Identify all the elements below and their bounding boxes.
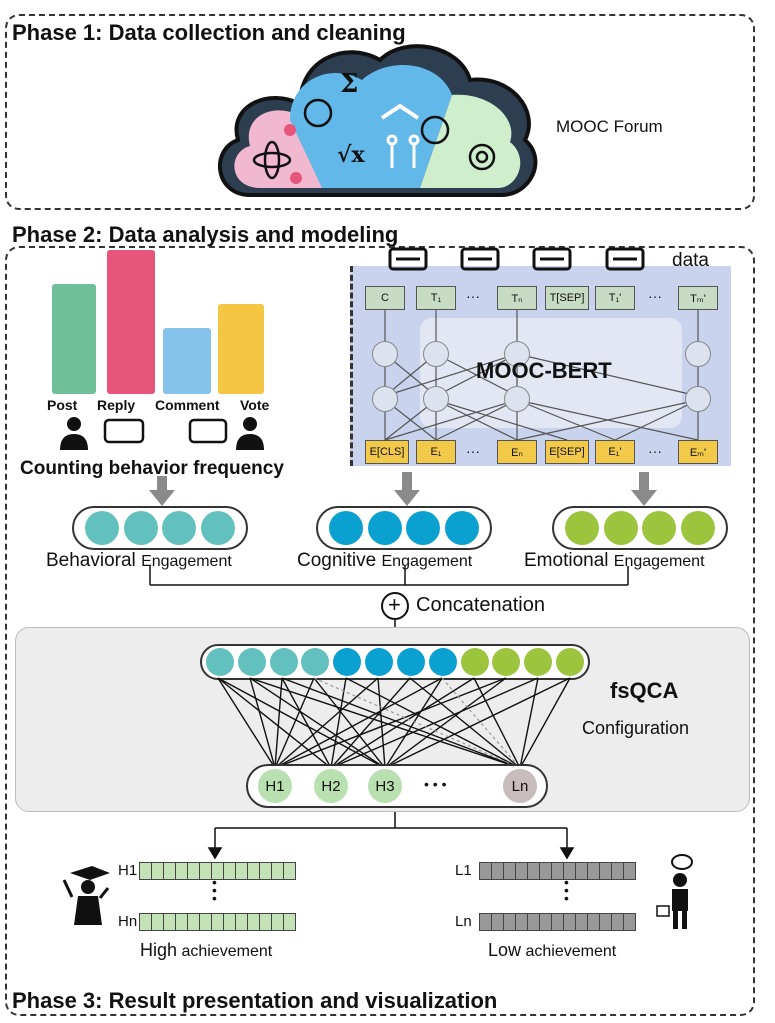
low-bottom-label: Ln bbox=[455, 913, 472, 930]
low-achievement-label: Low achievement bbox=[488, 940, 617, 960]
sqrt-icon: √x bbox=[337, 142, 365, 168]
top-token-tn: Tₙ bbox=[497, 286, 537, 310]
top-token-t1prime: T₁' bbox=[595, 286, 635, 310]
hypothesis-h2: H2 bbox=[314, 769, 348, 803]
phase1-title: Phase 1: Data collection and cleaning bbox=[12, 20, 406, 45]
phase2-box bbox=[5, 246, 755, 1016]
bert-node bbox=[372, 341, 398, 367]
bottom-token-en: Eₙ bbox=[497, 440, 537, 464]
behavioral-engagement-label: Behavioral Engagement bbox=[46, 550, 232, 571]
top-ellipsis-2: ··· bbox=[648, 288, 662, 304]
graduate-icon bbox=[62, 866, 110, 925]
bert-node bbox=[423, 386, 449, 412]
high-h1-cells bbox=[139, 862, 296, 880]
top-token-c: C bbox=[365, 286, 405, 310]
bert-node bbox=[685, 341, 711, 367]
cognitive-engagement-vector bbox=[316, 506, 492, 550]
person-icon bbox=[243, 417, 257, 431]
bar-label-vote: Vote bbox=[240, 397, 270, 413]
top-token-tmprime: Tₘ' bbox=[678, 286, 718, 310]
bar-label-reply: Reply bbox=[97, 397, 136, 413]
behavioral-engagement-vector bbox=[72, 506, 248, 550]
bottom-token-esep: E[SEP] bbox=[545, 440, 589, 464]
gear-icon bbox=[468, 143, 496, 171]
hypothesis-h1: H1 bbox=[258, 769, 292, 803]
low-vdots: ••• bbox=[564, 874, 569, 906]
high-top-label: H1 bbox=[118, 862, 138, 879]
low-ln-cells bbox=[479, 913, 636, 931]
bert-node bbox=[372, 386, 398, 412]
heart-icon bbox=[284, 124, 296, 136]
handshake-icon bbox=[380, 103, 420, 120]
smile-icon bbox=[290, 172, 302, 184]
phase1-box bbox=[5, 14, 755, 210]
low-top-label: L1 bbox=[455, 862, 472, 879]
counting-behavior-label: Counting behavior frequency bbox=[20, 458, 284, 479]
bar-vote bbox=[218, 304, 264, 394]
bar-label-post: Post bbox=[47, 397, 78, 413]
concat-symbol: + bbox=[388, 592, 401, 617]
struggling-student-icon bbox=[656, 854, 693, 929]
bar-comment bbox=[163, 328, 211, 394]
top-token-tsep: T[SEP] bbox=[545, 286, 589, 310]
emotional-engagement-label: Emotional Engagement bbox=[524, 550, 705, 571]
bert-node bbox=[504, 386, 530, 412]
high-vdots: ••• bbox=[212, 874, 217, 906]
bar-label-comment: Comment bbox=[155, 397, 220, 413]
phase2-title: Phase 2: Data analysis and modeling bbox=[12, 222, 399, 247]
high-bottom-label: Hn bbox=[118, 913, 138, 930]
bert-node bbox=[685, 386, 711, 412]
people-icon bbox=[386, 134, 420, 168]
concatenated-vector bbox=[200, 644, 590, 680]
high-hn-cells bbox=[139, 913, 296, 931]
bar-post bbox=[52, 284, 96, 394]
bert-node bbox=[423, 341, 449, 367]
clock-icon bbox=[420, 115, 450, 145]
cognitive-engagement-label: Cognitive Engagement bbox=[297, 550, 473, 571]
chat-bubble-icon bbox=[103, 418, 145, 444]
mooc-forum-label: MOOC Forum bbox=[556, 117, 663, 136]
bert-encoder-area bbox=[420, 318, 682, 428]
high-achievement-label: High achievement bbox=[140, 940, 273, 960]
hypothesis-dots: • • • bbox=[424, 776, 447, 792]
emotional-engagement-vector bbox=[552, 506, 728, 550]
configuration-label: Configuration bbox=[582, 718, 690, 738]
top-ellipsis: ··· bbox=[466, 288, 480, 304]
hypothesis-h3: H3 bbox=[368, 769, 402, 803]
bert-node bbox=[504, 341, 530, 367]
fsqca-label: fsQCA bbox=[610, 678, 679, 703]
bottom-ellipsis: ··· bbox=[466, 443, 480, 459]
concatenation-label: Concatenation bbox=[416, 594, 545, 616]
bottom-token-emprime: Eₘ' bbox=[678, 440, 718, 464]
low-l1-cells bbox=[479, 862, 636, 880]
concat-circle bbox=[381, 592, 409, 620]
bottom-token-ecls: E[CLS] bbox=[365, 440, 409, 464]
bar-reply bbox=[107, 250, 155, 394]
mooc-bert-label: MOOC-BERT bbox=[476, 358, 612, 383]
top-token-t1: T₁ bbox=[416, 286, 456, 310]
person-icon bbox=[67, 417, 81, 431]
chat-bubble-icon bbox=[188, 418, 228, 444]
globe-icon bbox=[303, 98, 333, 128]
sigma-icon: Σ bbox=[340, 69, 358, 99]
data-label: data bbox=[672, 250, 709, 271]
bottom-token-e1: E₁ bbox=[416, 440, 456, 464]
bottom-ellipsis-2: ··· bbox=[648, 443, 662, 459]
hypothesis-ln: Ln bbox=[503, 769, 537, 803]
bottom-token-e1prime: E₁' bbox=[595, 440, 635, 464]
phase3-title: Phase 3: Result presentation and visuali… bbox=[12, 988, 498, 1013]
